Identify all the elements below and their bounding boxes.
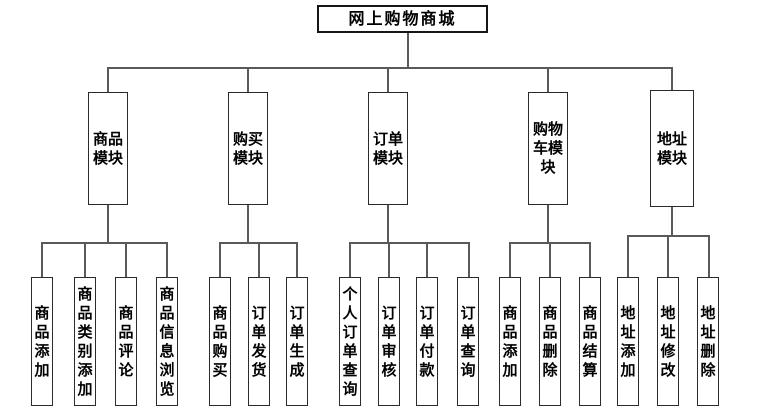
module-node-address: 地址模块 (650, 90, 694, 207)
connector-leaf-stub (349, 243, 351, 277)
connector-leaf-stub (125, 243, 127, 277)
module-node-label: 商品模块 (92, 129, 123, 167)
connector-group-bar (41, 242, 168, 244)
module-node-label: 购买模块 (232, 129, 263, 167)
connector-leaf-stub (41, 243, 43, 277)
leaf-node-label: 地址删除 (700, 303, 716, 379)
leaf-node-address-delete: 地址删除 (697, 277, 719, 406)
connector-drop-module (107, 68, 109, 92)
leaf-node-label: 商品信息浏览 (159, 284, 175, 398)
connector-leaf-stub (426, 243, 428, 277)
module-node-label: 购物车模块 (532, 120, 563, 176)
leaf-node-label: 订单查询 (460, 303, 476, 379)
connector-leaf-stub (667, 236, 669, 277)
leaf-node-label: 商品类别添加 (77, 284, 93, 398)
leaf-node-cart-checkout: 商品结算 (579, 277, 601, 406)
connector-drop-module (547, 68, 549, 92)
leaf-node-address-add: 地址添加 (617, 277, 639, 406)
connector-leaf-stub (468, 243, 470, 277)
leaf-node-order-review: 订单审核 (378, 277, 400, 406)
connector-leaf-stub (296, 243, 298, 277)
leaf-node-goods-add: 商品添加 (31, 277, 53, 406)
leaf-node-label: 商品添加 (502, 303, 518, 379)
connector-module-stem (107, 205, 109, 243)
leaf-node-label: 商品购买 (212, 303, 228, 379)
leaf-node-label: 商品添加 (34, 303, 50, 379)
leaf-node-label: 订单发货 (251, 303, 267, 379)
module-node-goods: 商品模块 (88, 92, 128, 205)
leaf-node-label: 个人订单查询 (342, 284, 358, 398)
leaf-node-goods-category-add: 商品类别添加 (74, 277, 96, 406)
connector-leaf-stub (708, 236, 710, 277)
leaf-node-order-pay: 订单付款 (416, 277, 438, 406)
module-node-order: 订单模块 (368, 92, 408, 205)
connector-root-stem (407, 32, 409, 68)
leaf-node-personal-order-query: 个人订单查询 (339, 277, 361, 406)
leaf-node-order-query: 订单查询 (457, 277, 479, 406)
leaf-node-cart-goods-delete: 商品删除 (539, 277, 561, 406)
connector-leaf-stub (589, 243, 591, 277)
connector-module-stem (387, 205, 389, 243)
connector-leaf-stub (549, 243, 551, 277)
connector-leaf-stub (219, 243, 221, 277)
leaf-node-label: 商品评论 (118, 303, 134, 379)
leaf-node-label: 地址添加 (620, 303, 636, 379)
module-node-label: 订单模块 (372, 129, 403, 167)
module-node-purchase: 购买模块 (228, 92, 268, 205)
module-node-cart: 购物车模块 (528, 92, 568, 205)
leaf-node-cart-goods-add: 商品添加 (499, 277, 521, 406)
connector-leaf-stub (258, 243, 260, 277)
root-node-label: 网上购物商城 (348, 9, 457, 28)
connector-leaf-stub (84, 243, 86, 277)
leaf-node-label: 商品删除 (542, 303, 558, 379)
leaf-node-label: 订单付款 (419, 303, 435, 379)
leaf-node-label: 订单生成 (289, 303, 305, 379)
leaf-node-order-ship: 订单发货 (248, 277, 270, 406)
connector-drop-module (247, 68, 249, 92)
connector-group-bar (349, 242, 470, 244)
connector-top-bar (107, 67, 673, 69)
connector-module-stem (547, 205, 549, 243)
leaf-node-order-create: 订单生成 (286, 277, 308, 406)
leaf-node-goods-comment: 商品评论 (115, 277, 137, 406)
connector-leaf-stub (166, 243, 168, 277)
connector-leaf-stub (509, 243, 511, 277)
connector-drop-module (387, 68, 389, 92)
connector-leaf-stub (388, 243, 390, 277)
leaf-node-goods-info-browse: 商品信息浏览 (156, 277, 178, 406)
connector-leaf-stub (627, 236, 629, 277)
module-node-label: 地址模块 (656, 129, 687, 167)
connector-module-stem (247, 205, 249, 243)
root-node-mall: 网上购物商城 (317, 5, 488, 33)
connector-module-stem (671, 205, 673, 236)
leaf-node-label: 商品结算 (582, 303, 598, 379)
leaf-node-label: 订单审核 (381, 303, 397, 379)
leaf-node-label: 地址修改 (660, 303, 676, 379)
leaf-node-goods-buy: 商品购买 (209, 277, 231, 406)
leaf-node-address-modify: 地址修改 (657, 277, 679, 406)
connector-drop-module (671, 68, 673, 92)
